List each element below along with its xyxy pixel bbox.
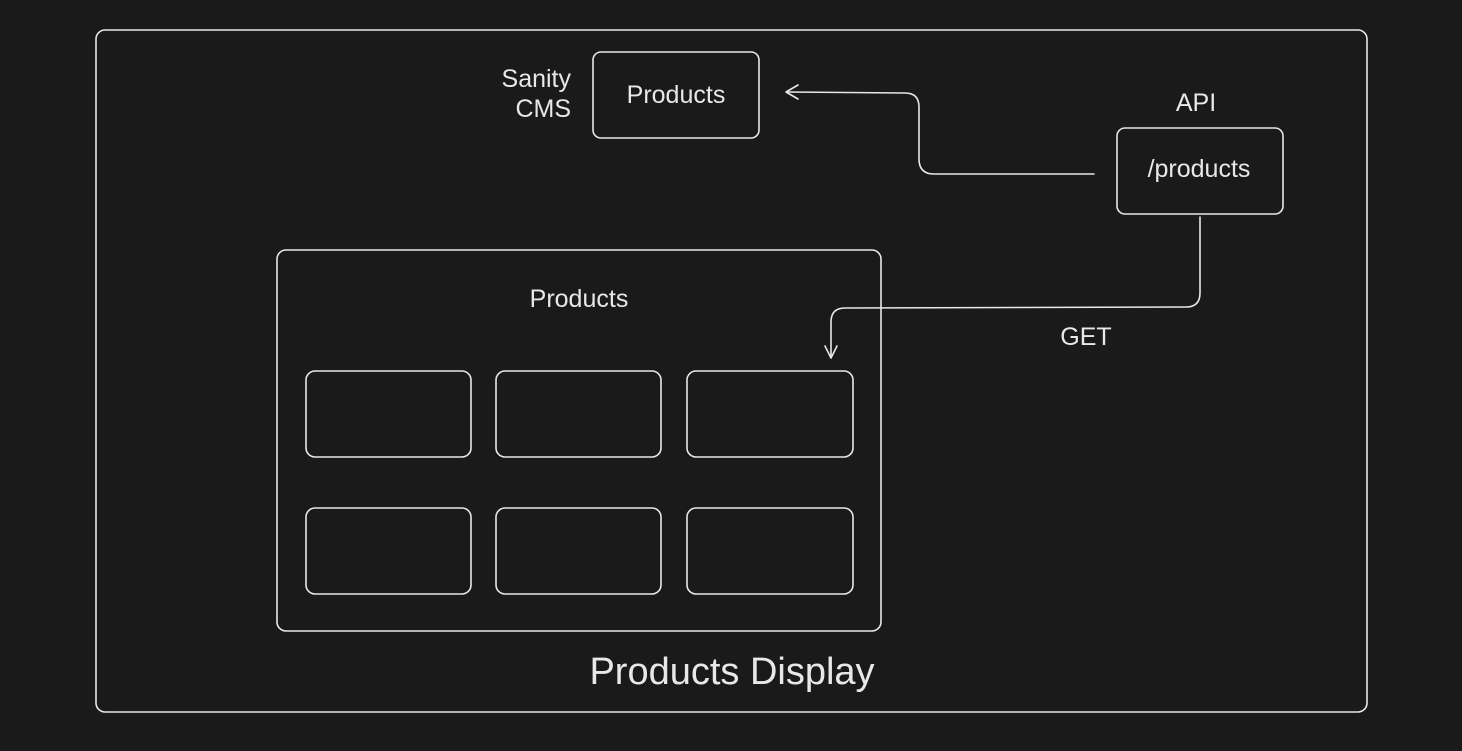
get-arrowhead (824, 345, 838, 359)
product-card (686, 507, 854, 595)
api-to-cms-arrow (787, 91, 1095, 175)
api-endpoint-label: /products (1148, 155, 1251, 183)
get-label: GET (1060, 323, 1111, 351)
cms-products-label: Products (627, 81, 726, 109)
cms-label-line1: Sanity (502, 65, 572, 93)
products-display-frame (95, 29, 1368, 713)
cms-products-box (592, 51, 760, 139)
product-card (495, 507, 662, 595)
product-card (686, 370, 854, 458)
get-arrow (830, 216, 1201, 357)
product-card (305, 370, 472, 458)
api-to-cms-arrowhead (785, 84, 799, 100)
cms-label-line2: CMS (515, 95, 571, 123)
products-display-caption: Products Display (589, 651, 874, 693)
product-card (495, 370, 662, 458)
api-products-box (1116, 127, 1284, 215)
products-panel (276, 249, 882, 632)
products-panel-title: Products (530, 285, 629, 313)
product-card (305, 507, 472, 595)
api-label: API (1176, 89, 1216, 117)
